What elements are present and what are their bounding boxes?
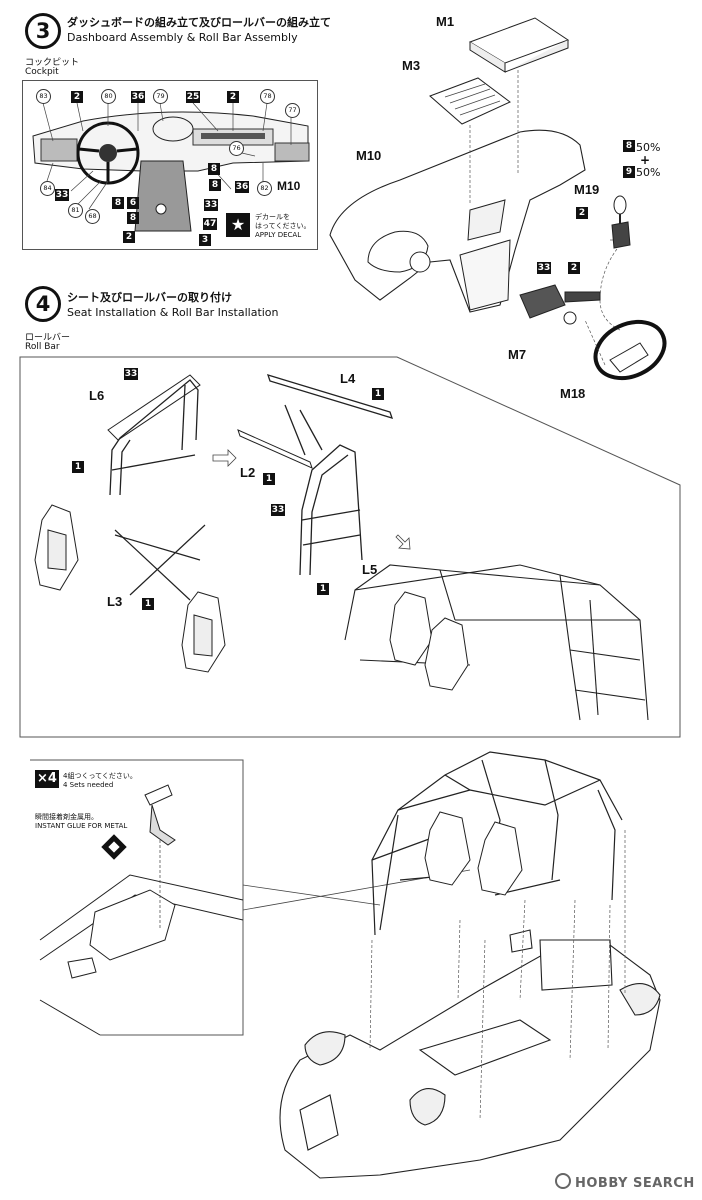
step3-title-en: Dashboard Assembly & Roll Bar Assembly xyxy=(67,31,298,44)
step4-number-badge: 4 xyxy=(25,286,61,322)
cockpit-callout-77: 77 xyxy=(285,103,300,118)
cockpit-part-47: 47 xyxy=(203,218,217,230)
rollbar-part-33b: 33 xyxy=(271,504,285,516)
rollbar-part-l3: L3 xyxy=(107,594,123,609)
step4-title-jp: シート及びロールバーの取り付け xyxy=(67,291,232,304)
part-m19-label: M19 xyxy=(574,182,600,197)
cockpit-label-jp: コックピット xyxy=(25,58,80,68)
cockpit-callout-76: 76 xyxy=(229,141,244,156)
rollbar-part-1b: 1 xyxy=(372,388,384,400)
part-2a-badge: 2 xyxy=(576,207,588,219)
sets-multiplier-badge: ×4 xyxy=(35,770,59,788)
rollbar-part-1a: 1 xyxy=(72,461,84,473)
cockpit-part-2c: 2 xyxy=(123,231,135,243)
cockpit-part-8a: 8 xyxy=(208,163,220,175)
sets-note-en: 4 Sets needed xyxy=(63,781,114,789)
rollbar-part-1e: 1 xyxy=(142,598,154,610)
cockpit-part-3: 3 xyxy=(199,234,211,246)
rollbar-part-l5: L5 xyxy=(362,562,378,577)
rollbar-label-en: Roll Bar xyxy=(25,342,60,352)
cockpit-callout-79: 79 xyxy=(153,89,168,104)
cockpit-part-8d: 8 xyxy=(127,212,139,224)
part-m3-label: M3 xyxy=(402,58,421,73)
rollbar-part-l4: L4 xyxy=(340,371,356,386)
dashboard-exploded-drawing xyxy=(329,17,667,381)
cockpit-part-33b: 33 xyxy=(204,199,218,211)
cockpit-callout-82: 82 xyxy=(257,181,272,196)
part-m18-label: M18 xyxy=(560,386,586,401)
rollbar-label-jp: ロールバー xyxy=(25,333,71,343)
part-m7-label: M7 xyxy=(508,347,527,362)
cockpit-callout-80: 80 xyxy=(101,89,116,104)
paint-ratio-9: 50% xyxy=(636,166,661,179)
cockpit-callout-83: 83 xyxy=(36,89,51,104)
cockpit-callout-78: 78 xyxy=(260,89,275,104)
hobby-search-watermark: HOBBY SEARCH xyxy=(555,1173,695,1191)
sets-note-jp: 4組つくってください。 xyxy=(63,772,137,780)
cockpit-part-8b: 8 xyxy=(209,179,221,191)
rollbar-part-l6: L6 xyxy=(89,388,105,403)
glue-note-jp: 瞬間接着剤金属用。 xyxy=(35,813,98,821)
cockpit-callout-68: 68 xyxy=(85,209,100,224)
glue-note-en: INSTANT GLUE FOR METAL xyxy=(35,822,128,830)
part-33-badge: 33 xyxy=(537,262,551,274)
step3-number-badge: 3 xyxy=(25,13,61,49)
hobby-search-logo-icon xyxy=(555,1173,571,1189)
step4-title-en: Seat Installation & Roll Bar Installatio… xyxy=(67,306,279,319)
decal-note-en: APPLY DECAL xyxy=(255,231,302,239)
part-8-badge: 8 xyxy=(623,140,635,152)
rollbar-part-1c: 1 xyxy=(263,473,275,485)
cockpit-panel: 83 80 79 78 77 76 84 81 68 82 2 36 25 2 … xyxy=(22,80,318,250)
part-m10-label: M10 xyxy=(356,148,382,163)
cockpit-part-8c: 8 xyxy=(112,197,124,209)
decal-note-jp-2: はってください。 xyxy=(255,222,311,230)
decal-note-jp-1: デカールを xyxy=(255,213,290,221)
cockpit-part-33a: 33 xyxy=(55,189,69,201)
cockpit-part-25: 25 xyxy=(186,91,200,103)
rollbar-part-l2: L2 xyxy=(240,465,256,480)
cockpit-part-36a: 36 xyxy=(131,91,145,103)
step3-title-jp: ダッシュボードの組み立て及びロールバーの組み立て xyxy=(67,16,331,29)
cockpit-part-6: 6 xyxy=(127,197,139,209)
rollbar-part-1d: 1 xyxy=(317,583,329,595)
paint-ratio-8: 50% xyxy=(636,141,661,154)
cockpit-part-36b: 36 xyxy=(235,181,249,193)
cockpit-part-m10: M10 xyxy=(277,179,301,193)
cockpit-part-2a: 2 xyxy=(71,91,83,103)
part-2b-badge: 2 xyxy=(568,262,580,274)
cockpit-part-2b: 2 xyxy=(227,91,239,103)
rollbar-part-33a: 33 xyxy=(124,368,138,380)
part-9-badge: 9 xyxy=(623,166,635,178)
cockpit-callout-84: 84 xyxy=(40,181,55,196)
paint-ratio-plus: + xyxy=(640,153,651,167)
cockpit-label-en: Cockpit xyxy=(25,67,59,77)
cockpit-callout-81: 81 xyxy=(68,203,83,218)
apply-decal-star-icon: ★ xyxy=(226,213,250,237)
part-m1-label: M1 xyxy=(436,14,455,29)
